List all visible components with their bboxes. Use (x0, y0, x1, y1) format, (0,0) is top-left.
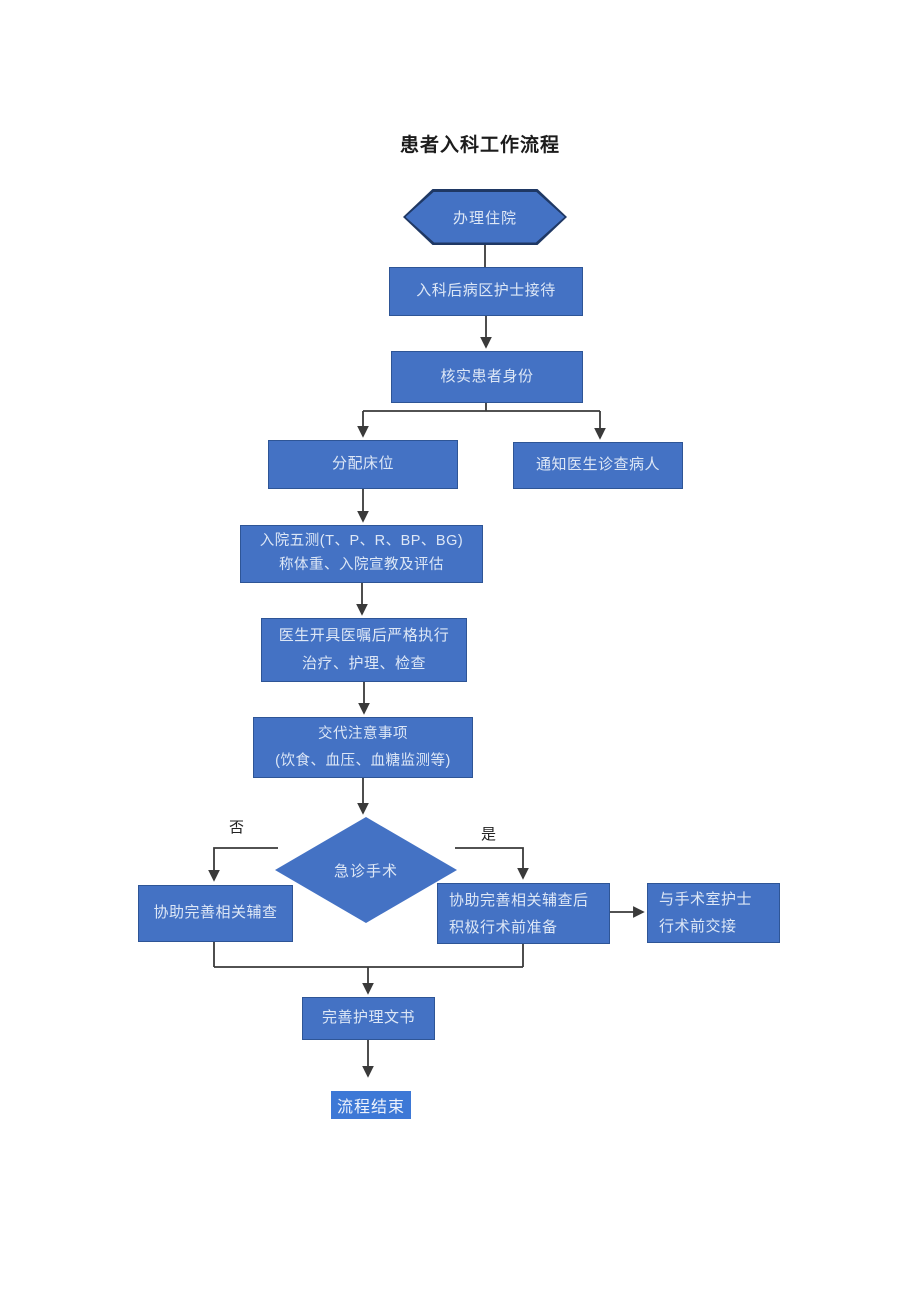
edge-decision-yes (455, 847, 529, 880)
node-assist-exams: 协助完善相关辅查 (138, 885, 293, 942)
edge-merge-lines (213, 942, 524, 968)
edge-decision-no (208, 847, 278, 882)
node-verify-identity: 核实患者身份 (391, 351, 583, 403)
edge-verify-split (363, 403, 600, 412)
node-admission-start: 办理住院 (403, 189, 567, 245)
decision-emergency-surgery: 急诊手术 (275, 817, 457, 923)
hexagon-fill (405, 191, 565, 243)
decision-emergency-surgery-label: 急诊手术 (333, 862, 398, 880)
branch-label-yes: 是 (481, 826, 498, 843)
node-notify-doctor: 通知医生诊查病人 (513, 442, 683, 489)
page-title: 患者入科工作流程 (399, 135, 560, 156)
node-doctor-orders: 医生开具医嘱后严格执行 治疗、护理、检查 (261, 618, 467, 682)
node-admission-start-label: 办理住院 (452, 209, 517, 227)
branch-label-no: 否 (229, 819, 246, 836)
node-assist-exams-preop: 协助完善相关辅查后 积极行术前准备 (437, 883, 610, 944)
node-ward-nurse-reception: 入科后病区护士接待 (389, 267, 583, 316)
node-end: 流程结束 (331, 1091, 412, 1119)
node-precautions: 交代注意事项 (饮食、血压、血糖监测等) (253, 717, 473, 778)
node-admission-five-checks: 入院五测(T、P、R、BP、BG) 称体重、入院宣教及评估 (240, 525, 483, 583)
node-assign-bed: 分配床位 (268, 440, 458, 489)
node-nursing-documents: 完善护理文书 (302, 997, 435, 1040)
node-or-nurse-handover: 与手术室护士 行术前交接 (647, 883, 780, 943)
